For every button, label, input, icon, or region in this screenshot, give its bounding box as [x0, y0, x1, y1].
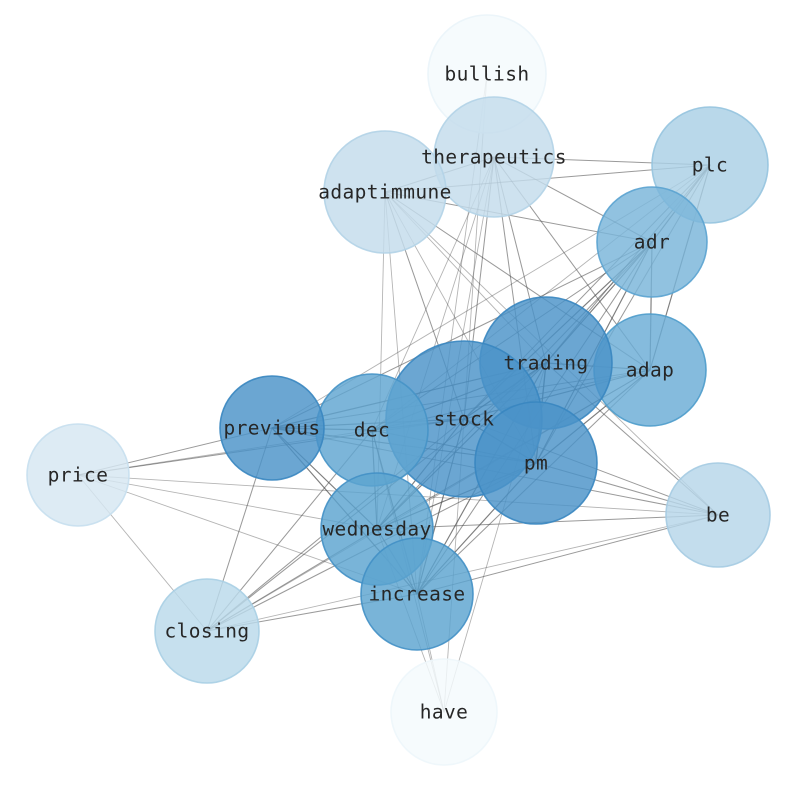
graph-node-label-adap: adap [626, 359, 675, 382]
graph-node-label-bullish: bullish [445, 63, 530, 86]
graph-node-label-have: have [420, 701, 469, 724]
graph-node-label-wednesday: wednesday [322, 518, 431, 541]
graph-node-label-plc: plc [692, 154, 728, 177]
graph-node-price[interactable] [26, 423, 130, 527]
graph-node-have[interactable] [390, 658, 498, 766]
graph-node-label-trading: trading [504, 352, 589, 375]
graph-node-label-pm: pm [524, 452, 548, 475]
graph-node-label-closing: closing [165, 620, 250, 643]
graph-node-increase[interactable] [360, 537, 474, 651]
graph-node-previous[interactable] [219, 375, 325, 481]
label-layer: bullish therapeutics adaptimmune plc adr adap… [48, 63, 730, 724]
graph-node-label-dec: dec [354, 419, 390, 442]
graph-node-be[interactable] [665, 462, 771, 568]
graph-node-label-adaptimmune: adaptimmune [318, 181, 452, 204]
graph-node-adaptimmune[interactable] [323, 130, 447, 254]
graph-node-label-adr: adr [634, 231, 670, 254]
graph-node-label-therapeutics: therapeutics [421, 146, 567, 169]
graph-node-label-be: be [706, 504, 730, 527]
node-layer [26, 14, 771, 766]
graph-node-closing[interactable] [154, 578, 260, 684]
graph-node-pm[interactable] [474, 401, 598, 525]
graph-node-label-previous: previous [223, 417, 320, 440]
graph-node-plc[interactable] [651, 106, 769, 224]
graph-node-label-increase: increase [368, 583, 465, 606]
graph-node-label-stock: stock [434, 408, 495, 431]
graph-node-label-price: price [48, 464, 109, 487]
graph-node-adr[interactable] [596, 186, 708, 298]
